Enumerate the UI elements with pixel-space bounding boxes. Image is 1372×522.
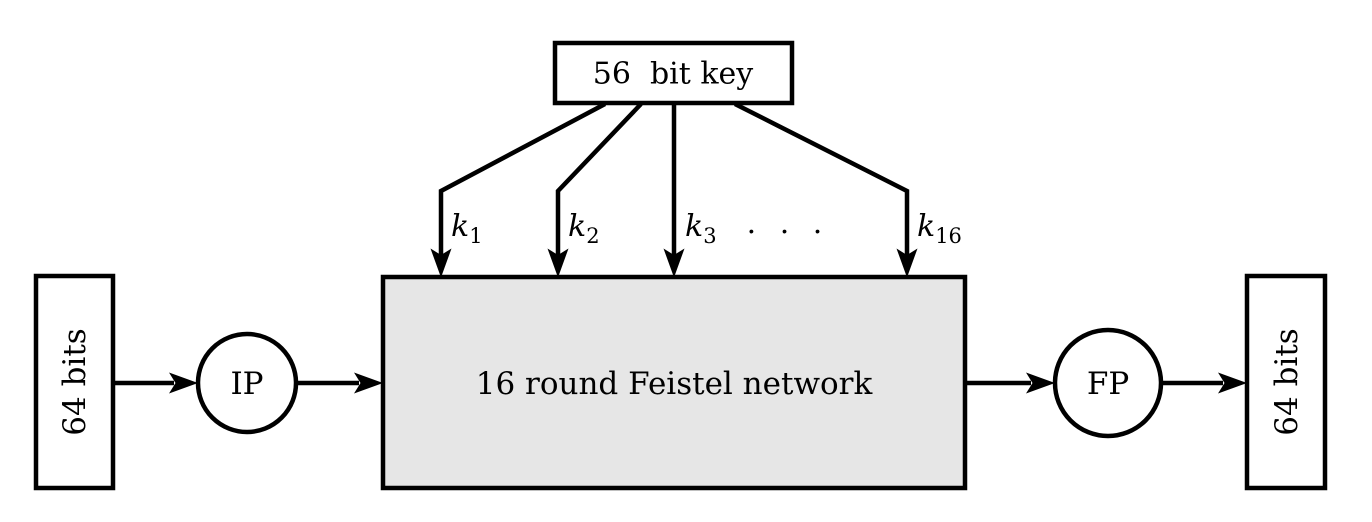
ip-node-group: IP bbox=[195, 331, 299, 435]
subkey-label-k3: k3 bbox=[685, 209, 717, 248]
arrow-fp-to-output bbox=[1161, 372, 1247, 394]
fp-node-group: FP bbox=[1052, 327, 1164, 439]
subkey-arrowhead-16-icon bbox=[896, 248, 918, 278]
subkey-arrowhead-1-icon bbox=[430, 248, 452, 278]
key-box-group: 56 bit key bbox=[552, 40, 795, 106]
subkey-ellipsis: . . . bbox=[747, 206, 830, 241]
feistel-box-label: 16 round Feistel network bbox=[476, 366, 873, 402]
feistel-box-group: 16 round Feistel network bbox=[380, 274, 968, 491]
output-box-label: 64 bits bbox=[1269, 328, 1305, 435]
output-box-group: 64 bits bbox=[1244, 273, 1328, 491]
subkey-label-k2: k2 bbox=[568, 209, 600, 248]
subkey-arrowhead-3-icon bbox=[663, 248, 685, 278]
arrow-feistel-to-fp-head-icon bbox=[1026, 372, 1055, 394]
arrow-feistel-to-fp bbox=[965, 372, 1055, 394]
subkey-line-2 bbox=[555, 102, 643, 256]
feistel-box bbox=[380, 274, 968, 491]
arrow-input-to-ip-head-icon bbox=[169, 372, 198, 394]
key-box bbox=[552, 40, 795, 106]
output-box bbox=[1244, 273, 1328, 491]
input-box-group: 64 bits bbox=[33, 273, 116, 491]
arrow-ip-to-feistel bbox=[296, 372, 383, 394]
key-box-label: 56 bit key bbox=[593, 57, 754, 92]
subkey-arrows-group: k1 k2 k3 k16 . . . bbox=[430, 101, 962, 278]
arrow-fp-to-output-head-icon bbox=[1218, 372, 1247, 394]
ip-label: IP bbox=[230, 366, 263, 402]
input-box-label: 64 bits bbox=[57, 328, 93, 435]
arrow-input-to-ip bbox=[113, 372, 198, 394]
fp-label: FP bbox=[1087, 366, 1129, 402]
subkey-label-k16: k16 bbox=[917, 209, 962, 248]
subkey-arrowhead-2-icon bbox=[547, 248, 569, 278]
subkey-label-k1: k1 bbox=[451, 209, 483, 248]
subkey-line-1 bbox=[438, 102, 607, 256]
subkey-line-16 bbox=[733, 101, 910, 256]
arrow-ip-to-feistel-head-icon bbox=[354, 372, 383, 394]
